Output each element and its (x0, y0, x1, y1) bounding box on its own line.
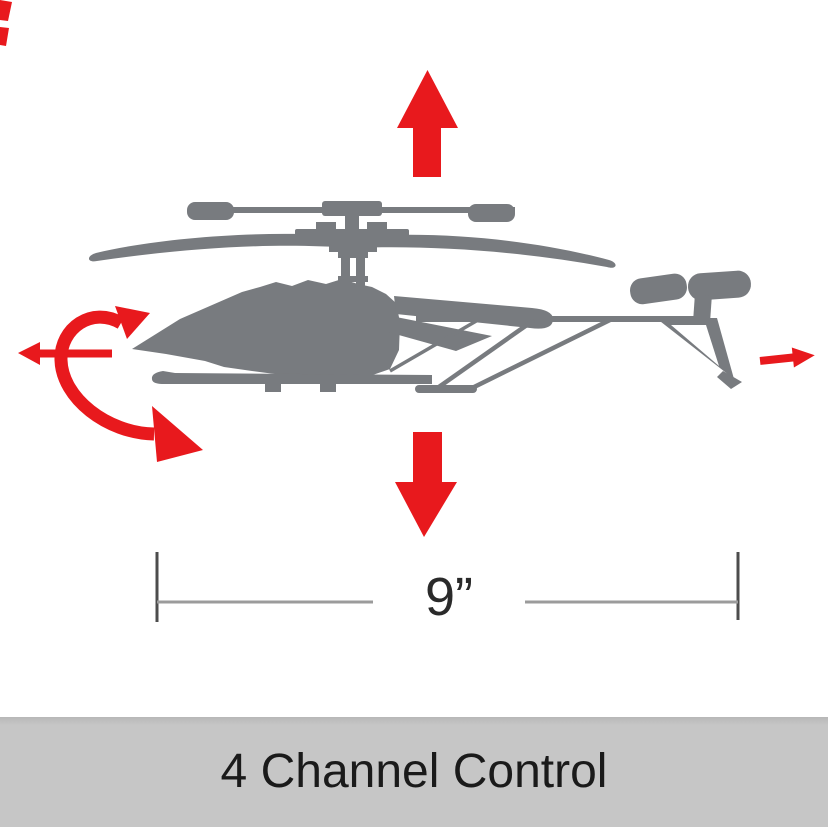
rc-helicopter-side-silhouette-icon (88, 201, 751, 394)
tail-assembly (630, 270, 751, 389)
main-rotor (88, 222, 616, 268)
tail-boom (389, 316, 708, 394)
right-arrow-icon (759, 347, 815, 368)
diagram-canvas (0, 0, 815, 622)
dimension-label: 9” (424, 567, 473, 627)
dimension-line (155, 552, 740, 622)
yaw-rotate-curved-arrow-icon (54, 306, 203, 462)
landing-skid (151, 371, 432, 392)
cockpit-body (132, 279, 400, 378)
descend-down-arrow-icon (395, 432, 457, 537)
caption-text: 4 Channel Control (220, 745, 608, 798)
red-edge-artifact (0, 0, 12, 46)
ascend-up-arrow-icon (397, 70, 458, 177)
caption-banner: 4 Channel Control (0, 717, 828, 827)
rotor-mast (338, 251, 368, 292)
